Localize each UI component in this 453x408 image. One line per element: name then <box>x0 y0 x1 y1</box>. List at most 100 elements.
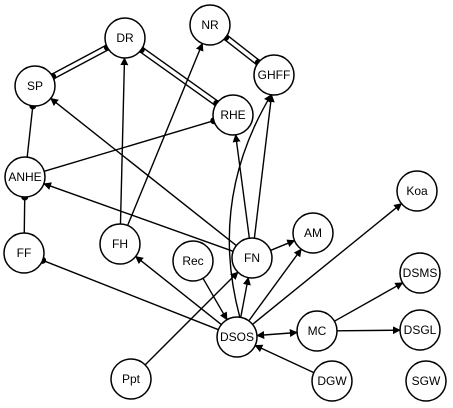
node-label: Ppt <box>122 372 141 386</box>
node-circle <box>172 240 214 282</box>
edge-mc-dsms <box>334 282 404 322</box>
node-circle <box>292 212 334 254</box>
node-label: SGW <box>412 374 441 388</box>
node-circle <box>104 17 146 59</box>
node-label: SP <box>27 79 43 93</box>
edge-line <box>26 105 34 158</box>
node-circle <box>99 223 141 265</box>
node-ghff: GHFF <box>253 54 295 96</box>
edge-line <box>126 42 204 226</box>
node-koa: Koa <box>396 170 438 212</box>
node-circle <box>189 4 231 46</box>
node-sp: SP <box>14 65 56 107</box>
edge-dsos-ghff <box>228 94 272 318</box>
node-rhe: RHE <box>212 94 254 136</box>
edge-line <box>248 248 302 322</box>
node-dr: DR <box>104 17 146 59</box>
node-label: Rec <box>182 254 203 268</box>
node-label: DGW <box>317 374 347 388</box>
edge-line <box>139 51 216 106</box>
edge-line <box>144 271 239 366</box>
node-circle <box>296 310 338 352</box>
edge-mc-dsos <box>256 329 298 339</box>
edge-line <box>232 134 251 239</box>
edge-dsos-am <box>248 248 302 322</box>
edge-ppt-fn <box>144 271 239 366</box>
node-am: AM <box>292 212 334 254</box>
node-label: FF <box>17 246 32 260</box>
edge-line <box>42 259 219 331</box>
edge-line <box>202 277 228 321</box>
edge-rec-dsos <box>202 277 228 321</box>
edge-dsos-koa <box>252 203 403 325</box>
edge-line <box>43 182 234 252</box>
edge-line <box>228 94 272 318</box>
node-fh: FH <box>99 223 141 265</box>
edge-ghff-nr <box>222 33 262 67</box>
node-label: FH <box>112 237 128 251</box>
node-circle <box>231 237 273 279</box>
edge-dsos-fh <box>135 255 222 326</box>
edge-layer <box>21 33 404 374</box>
node-label: NR <box>201 18 219 32</box>
node-circle <box>212 94 254 136</box>
edge-fn-sp <box>50 97 237 247</box>
node-dgw: DGW <box>311 360 353 402</box>
node-mc: MC <box>296 310 338 352</box>
edge-fh-nr <box>126 42 204 226</box>
node-circle <box>311 360 353 402</box>
node-circle <box>396 170 438 212</box>
node-ff: FF <box>3 232 45 274</box>
edge-line <box>135 255 222 326</box>
node-label: DSGL <box>404 323 437 337</box>
node-sgw: SGW <box>405 360 447 402</box>
edge-line <box>240 276 251 318</box>
node-label: DSMS <box>403 266 438 280</box>
node-dsgl: DSGL <box>399 309 441 351</box>
node-dsms: DSMS <box>399 252 441 294</box>
node-anhe: ANHE <box>4 156 46 198</box>
node-label: MC <box>308 324 327 338</box>
edge-line <box>51 44 107 76</box>
edge-sp-dr <box>49 43 111 81</box>
edge-dsos-fn <box>240 276 251 318</box>
edge-line <box>334 282 404 322</box>
node-circle <box>110 358 152 400</box>
node-label: ANHE <box>8 170 41 184</box>
node-label: GHFF <box>258 68 291 82</box>
edge-line <box>223 38 258 66</box>
node-label: Koa <box>406 184 428 198</box>
edge-line <box>253 94 275 239</box>
node-dsos: DSOS <box>216 316 258 358</box>
edge-line <box>256 329 298 339</box>
node-circle <box>405 360 447 402</box>
edge-line <box>119 57 129 225</box>
node-circle <box>216 316 258 358</box>
edge-rhe-dr <box>137 46 221 107</box>
node-ppt: Ppt <box>110 358 152 400</box>
edge-ff-anhe <box>21 193 29 234</box>
edge-anhe-rhe <box>43 117 218 172</box>
edge-line <box>254 344 315 374</box>
node-circle <box>14 65 56 107</box>
edge-anhe-sp <box>26 102 37 158</box>
edge-fh-dr <box>119 57 129 225</box>
node-circle <box>3 232 45 274</box>
node-circle <box>253 54 295 96</box>
node-circle <box>399 252 441 294</box>
edge-line <box>53 48 109 80</box>
edge-line <box>252 203 403 325</box>
edge-fn-anhe <box>43 182 234 252</box>
edge-fn-ghff <box>253 94 275 239</box>
edge-dgw-dsos <box>254 344 315 374</box>
node-label: DR <box>116 31 134 45</box>
edge-line <box>142 47 219 102</box>
edge-mc-dsgl <box>336 326 401 335</box>
node-label: AM <box>304 226 322 240</box>
node-label: DSOS <box>220 330 254 344</box>
node-circle <box>399 309 441 351</box>
node-label: RHE <box>220 108 245 122</box>
edge-line <box>226 34 261 62</box>
